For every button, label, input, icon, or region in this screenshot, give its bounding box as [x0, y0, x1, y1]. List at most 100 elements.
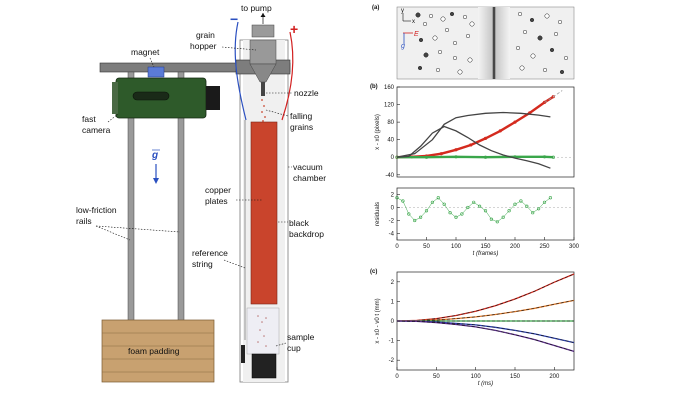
grain-particles — [415, 11, 569, 75]
grain-particle — [437, 49, 443, 55]
panel-a-label: (a) — [372, 5, 379, 11]
x-tick-label: 200 — [510, 244, 521, 250]
camera-slot — [132, 91, 170, 101]
data-point — [430, 200, 435, 204]
magnet-icon — [147, 66, 165, 78]
grain-particle — [422, 21, 428, 27]
data-point — [419, 215, 423, 219]
grain-particle — [530, 53, 536, 59]
grain-particle — [465, 33, 471, 39]
sample-cup-label-1: sample — [287, 332, 315, 342]
x-tick-label: 50 — [423, 244, 430, 250]
copper-plates-label-1: copper — [205, 185, 231, 195]
x-axis-label: t (ms) — [478, 381, 493, 387]
grain-particle — [435, 67, 441, 73]
data-point — [395, 196, 399, 200]
y-tick-label: -2 — [389, 219, 395, 225]
y-tick-label: -2 — [389, 358, 395, 364]
data-point — [507, 209, 511, 213]
x-tick-label: 0 — [395, 244, 399, 250]
data-point — [454, 215, 458, 219]
data-point — [439, 152, 443, 156]
grain-hopper-label-1: grain — [196, 30, 215, 40]
magnet-label: magnet — [131, 47, 160, 57]
falling-grains-label-2: grains — [290, 122, 313, 132]
grain-particle — [544, 13, 550, 19]
pump-fitting — [251, 24, 275, 38]
fit-line — [396, 273, 575, 322]
data-point — [483, 136, 488, 140]
x-axis-label: t (frames) — [473, 251, 499, 257]
data-point — [469, 143, 473, 147]
sample-grains — [257, 315, 267, 347]
grain-particle — [563, 55, 569, 61]
data-point — [436, 196, 440, 200]
grain-particle — [418, 37, 424, 43]
data-point — [424, 155, 429, 159]
data-point — [551, 155, 555, 159]
data-point — [460, 212, 464, 216]
panel-a-photo: (a) y x E g — [372, 5, 575, 80]
grain-particle — [449, 11, 455, 17]
minus-label: − — [230, 11, 238, 27]
grain-particle — [428, 13, 434, 19]
data-point — [483, 155, 488, 159]
grain-particle — [452, 40, 458, 46]
fast-camera-label-2: camera — [82, 125, 111, 135]
low-friction-rails-label-1: low-friction — [76, 205, 117, 215]
grain-particle — [529, 17, 535, 23]
y-axis-label: residuals — [375, 202, 381, 226]
falling-grains-dots — [261, 99, 266, 122]
x-tick-label: 300 — [569, 244, 580, 250]
axis-E-label: E — [414, 31, 419, 38]
grain-particle — [549, 47, 555, 53]
black-backdrop-label-2: backdrop — [289, 229, 324, 239]
camera-lens-icon — [206, 86, 220, 110]
x-tick-label: 100 — [471, 374, 482, 380]
data-point — [454, 155, 458, 159]
series-line — [396, 320, 575, 353]
y-tick-label: 80 — [387, 120, 394, 126]
data-point — [407, 212, 411, 216]
x-tick-label: 150 — [480, 244, 491, 250]
vacuum-chamber-label-2: chamber — [293, 173, 326, 183]
apparatus-illustration: to pump − + grain hopper magnet nozzle f… — [76, 3, 326, 383]
foam-padding-label: foam padding — [128, 346, 180, 356]
grain-particle — [467, 57, 473, 63]
data-point — [483, 209, 488, 213]
grain-particle — [462, 14, 468, 20]
red-wire — [281, 31, 294, 121]
grain-hopper-icon — [249, 39, 277, 65]
y-tick-label: 0 — [391, 206, 395, 212]
data-point — [454, 148, 458, 152]
y-tick-label: 2 — [391, 280, 395, 286]
falling-grains-label-1: falling — [290, 111, 312, 121]
panel-label: (b) — [370, 84, 378, 90]
grain-particle — [557, 19, 563, 25]
data-point — [495, 220, 499, 224]
series-connector — [396, 197, 551, 223]
data-point — [466, 205, 470, 210]
blue-wire — [234, 21, 247, 121]
sample-cup-label-2: cup — [287, 343, 301, 353]
grain-particle — [417, 65, 423, 71]
data-point — [513, 120, 517, 124]
y-tick-label: 40 — [387, 138, 394, 144]
grain-particle — [469, 21, 475, 27]
grain-particle — [444, 27, 450, 33]
grain-particle — [559, 69, 565, 75]
x-tick-label: 250 — [539, 244, 550, 250]
grain-particle — [457, 69, 463, 75]
grain-particle — [432, 35, 438, 41]
y-tick-label: 120 — [384, 103, 395, 109]
data-point — [424, 209, 429, 213]
data-point — [513, 202, 517, 206]
data-point — [525, 204, 529, 208]
x-tick-label: 100 — [451, 244, 462, 250]
series-line — [396, 111, 551, 158]
cup-base — [251, 353, 277, 379]
fast-camera-label-1: fast — [82, 114, 96, 124]
data-point — [472, 200, 476, 204]
